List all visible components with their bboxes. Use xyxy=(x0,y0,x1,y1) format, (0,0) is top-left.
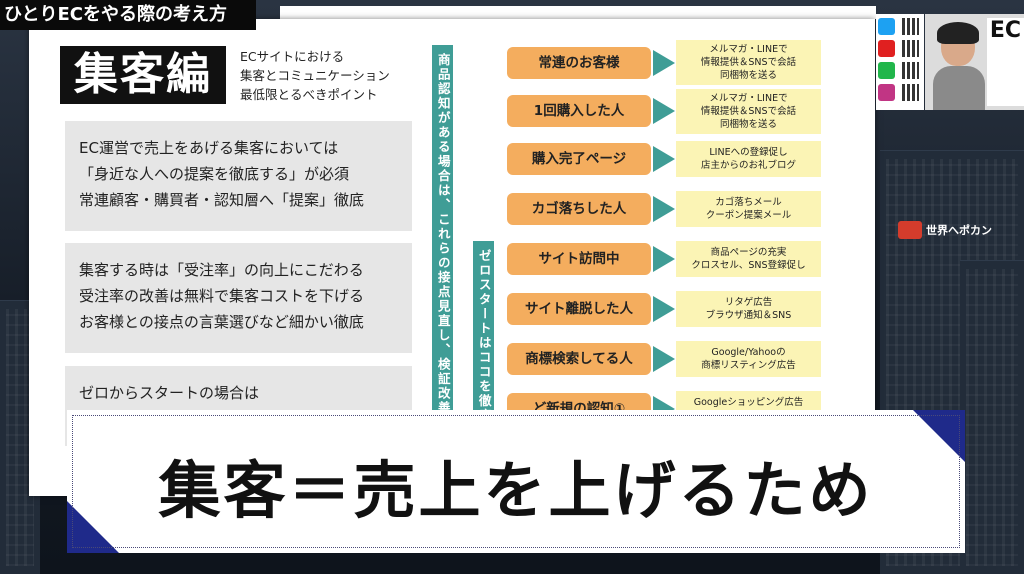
text-line: ゼロからスタートの場合は xyxy=(79,384,260,402)
youtube-icon[interactable] xyxy=(878,40,895,57)
qr-code-icon xyxy=(902,62,919,79)
desc-line: Googleショッピング広告 xyxy=(693,396,804,408)
touchpoint-description: Googleショッピング広告 xyxy=(676,391,821,413)
desc-line: メルマガ・LINEで xyxy=(709,93,788,104)
qr-code-icon xyxy=(902,18,919,35)
touchpoint-description: カゴ落ちメール クーポン提案メール xyxy=(676,191,821,227)
desc-line: 商品ページの充実 xyxy=(710,247,787,258)
building xyxy=(960,260,1024,574)
desc-line: 同梱物を送る xyxy=(719,119,777,130)
caption-banner: 集客＝売上を上げるため xyxy=(67,410,965,553)
desc-line: 情報提供＆SNSで会話 xyxy=(700,57,797,68)
desc-line: クーポン提案メール xyxy=(705,210,792,221)
corner-decoration xyxy=(67,501,119,553)
twitter-icon[interactable] xyxy=(878,18,895,35)
desc-line: 情報提供＆SNSで会話 xyxy=(700,106,797,117)
desc-line: Google/Yahooの xyxy=(711,347,786,358)
text-block: EC運営で売上をあげる集客においては 「身近な人への提案を徹底する」が必須 常連… xyxy=(65,121,412,231)
slide-subtitle: ECサイトにおける 集客とコミュニケーション 最低限とるべきポイント xyxy=(240,47,390,104)
touchpoint-label: サイト訪問中 xyxy=(507,243,651,275)
touchpoint-label: サイト離脱した人 xyxy=(507,293,651,325)
touchpoint-label: 商標検索してる人 xyxy=(507,343,651,375)
desc-line: 商標リスティング広告 xyxy=(701,360,796,371)
arrow-right-icon xyxy=(653,296,675,322)
text-line: 常連顧客・購買者・認知層へ「提案」徹底 xyxy=(79,191,365,209)
ec-logo: EC xyxy=(987,18,1024,106)
arrow-right-icon xyxy=(653,98,675,124)
caption-text: 集客＝売上を上げるため xyxy=(158,454,874,527)
desc-line: 店主からのお礼ブログ xyxy=(700,160,796,171)
subtitle-line: 最低限とるべきポイント xyxy=(240,87,378,102)
desc-line: リタゲ広告 xyxy=(724,297,773,308)
subtitle-line: ECサイトにおける xyxy=(240,49,345,64)
text-line: 「身近な人への提案を徹底する」が必須 xyxy=(79,165,350,183)
channel-title: ひとりECをやる際の考え方 xyxy=(0,0,256,30)
desc-line: ブラウザ通知＆SNS xyxy=(705,310,792,321)
desc-line: 同梱物を送る xyxy=(719,70,777,81)
touchpoint-description: 商品ページの充実 クロスセル、SNS登録促し xyxy=(676,241,821,277)
slide-title: 集客編 xyxy=(60,46,226,104)
vertical-label: ゼロスタートはココを徹底 xyxy=(476,249,492,423)
vertical-label: 商品認知がある場合は、これらの接点見直し、検証改善 xyxy=(435,53,451,416)
social-links-panel xyxy=(876,14,924,110)
arrow-right-icon xyxy=(653,50,675,76)
qr-code-icon xyxy=(902,84,919,101)
desc-line: クロスセル、SNS登録促し xyxy=(691,260,806,271)
caption-border xyxy=(72,415,960,548)
touchpoint-label: 購入完了ページ xyxy=(507,143,651,175)
instagram-icon[interactable] xyxy=(878,84,895,101)
corner-decoration xyxy=(913,410,965,462)
touchpoint-description: LINEへの登録促し 店主からのお礼ブログ xyxy=(676,141,821,177)
touchpoint-description: メルマガ・LINEで 情報提供＆SNSで会話 同梱物を送る xyxy=(676,89,821,134)
text-line: お客様との接点の言葉選びなど細かい徹底 xyxy=(79,313,364,331)
desc-line: LINEへの登録促し xyxy=(709,147,788,158)
text-line: 集客する時は「受注率」の向上にこだわる xyxy=(79,261,364,279)
text-line: EC運営で売上をあげる集客においては xyxy=(79,139,339,157)
tv-icon xyxy=(898,221,922,239)
touchpoint-label: 常連のお客様 xyxy=(507,47,651,79)
vertical-label-bar: ゼロスタートはココを徹底 xyxy=(473,241,494,425)
presenter-avatar xyxy=(933,22,985,110)
desc-line: カゴ落ちメール xyxy=(715,197,782,208)
badge-text: 世界へポカン xyxy=(926,224,992,237)
channel-badge: 世界へポカン xyxy=(898,219,992,241)
subtitle-line: 集客とコミュニケーション xyxy=(240,68,390,83)
touchpoint-description: メルマガ・LINEで 情報提供＆SNSで会話 同梱物を送る xyxy=(676,40,821,85)
webcam-feed: EC xyxy=(925,14,1024,110)
slide-top-strip xyxy=(280,6,876,19)
desc-line: メルマガ・LINEで xyxy=(709,44,788,55)
touchpoint-label: 1回購入した人 xyxy=(507,95,651,127)
arrow-right-icon xyxy=(653,196,675,222)
text-block: 集客する時は「受注率」の向上にこだわる 受注率の改善は無料で集客コストを下げる … xyxy=(65,243,412,353)
touchpoint-description: リタゲ広告 ブラウザ通知＆SNS xyxy=(676,291,821,327)
qr-code-icon xyxy=(902,40,919,57)
arrow-right-icon xyxy=(653,246,675,272)
touchpoint-description: Google/Yahooの 商標リスティング広告 xyxy=(676,341,821,377)
vertical-label-bar: 商品認知がある場合は、これらの接点見直し、検証改善 xyxy=(432,45,453,425)
text-line: 受注率の改善は無料で集客コストを下げる xyxy=(79,287,365,305)
touchpoint-label: カゴ落ちした人 xyxy=(507,193,651,225)
arrow-right-icon xyxy=(653,346,675,372)
line-icon[interactable] xyxy=(878,62,895,79)
arrow-right-icon xyxy=(653,146,675,172)
